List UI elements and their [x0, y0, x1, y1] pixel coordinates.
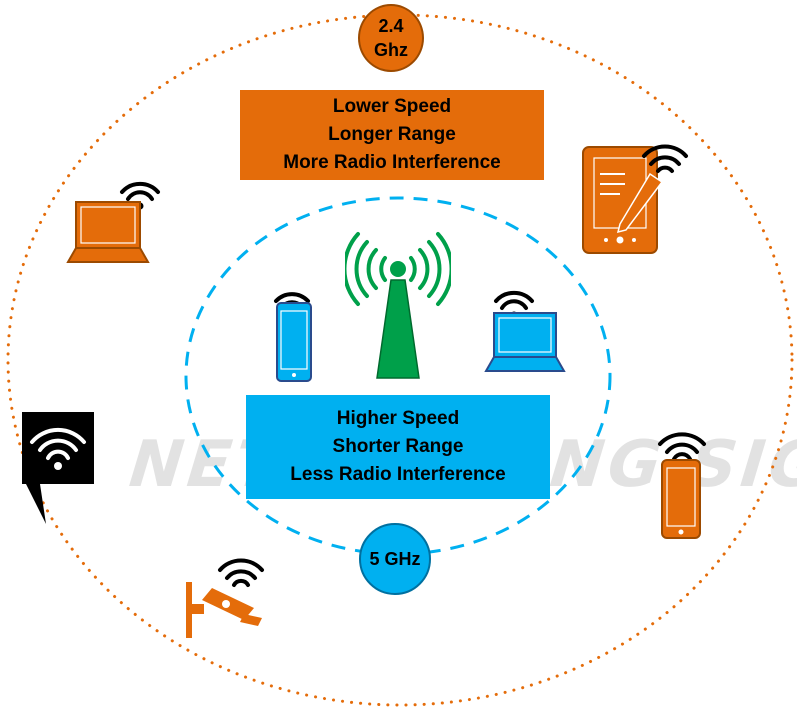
- band-24-speed: Lower Speed: [332, 96, 452, 117]
- band-24-label-line1: 2.4: [378, 16, 404, 36]
- router-tower-icon: [345, 232, 451, 379]
- band-24-interference: More Radio Interference: [283, 152, 501, 173]
- band-5-label-text: 5 GHz: [369, 549, 421, 569]
- outer-laptop: [66, 178, 170, 271]
- inner-smartphone: [262, 285, 322, 390]
- band-24-label: 2.4 Ghz: [358, 4, 424, 72]
- outer-smartphone: [654, 430, 710, 547]
- band-24-label-line2: Ghz: [374, 40, 408, 60]
- outer-security-camera: [182, 558, 272, 649]
- band-24-range: Longer Range: [328, 124, 456, 145]
- inner-range-ring-5ghz: [184, 196, 612, 556]
- band-5-speed: Higher Speed: [336, 408, 460, 429]
- band-5-description-box: Higher Speed Shorter Range Less Radio In…: [246, 395, 550, 499]
- laptop-icon: [484, 290, 566, 372]
- band-24-description-box: Lower Speed Longer Range More Radio Inte…: [240, 90, 544, 180]
- inner-laptop: [484, 285, 568, 378]
- tablet-icon: [582, 144, 688, 254]
- outer-tablet: [580, 144, 692, 265]
- band-5-label: 5 GHz: [359, 523, 431, 595]
- band-5-range: Shorter Range: [332, 436, 464, 457]
- wifi-hotspot: [22, 412, 98, 533]
- smartphone-icon: [274, 292, 312, 382]
- smartphone-icon: [658, 432, 706, 539]
- security-camera-icon: [186, 558, 264, 638]
- wifi-hotspot-icon: [22, 412, 94, 524]
- laptop-icon: [66, 181, 160, 263]
- band-5-interference: Less Radio Interference: [290, 464, 506, 485]
